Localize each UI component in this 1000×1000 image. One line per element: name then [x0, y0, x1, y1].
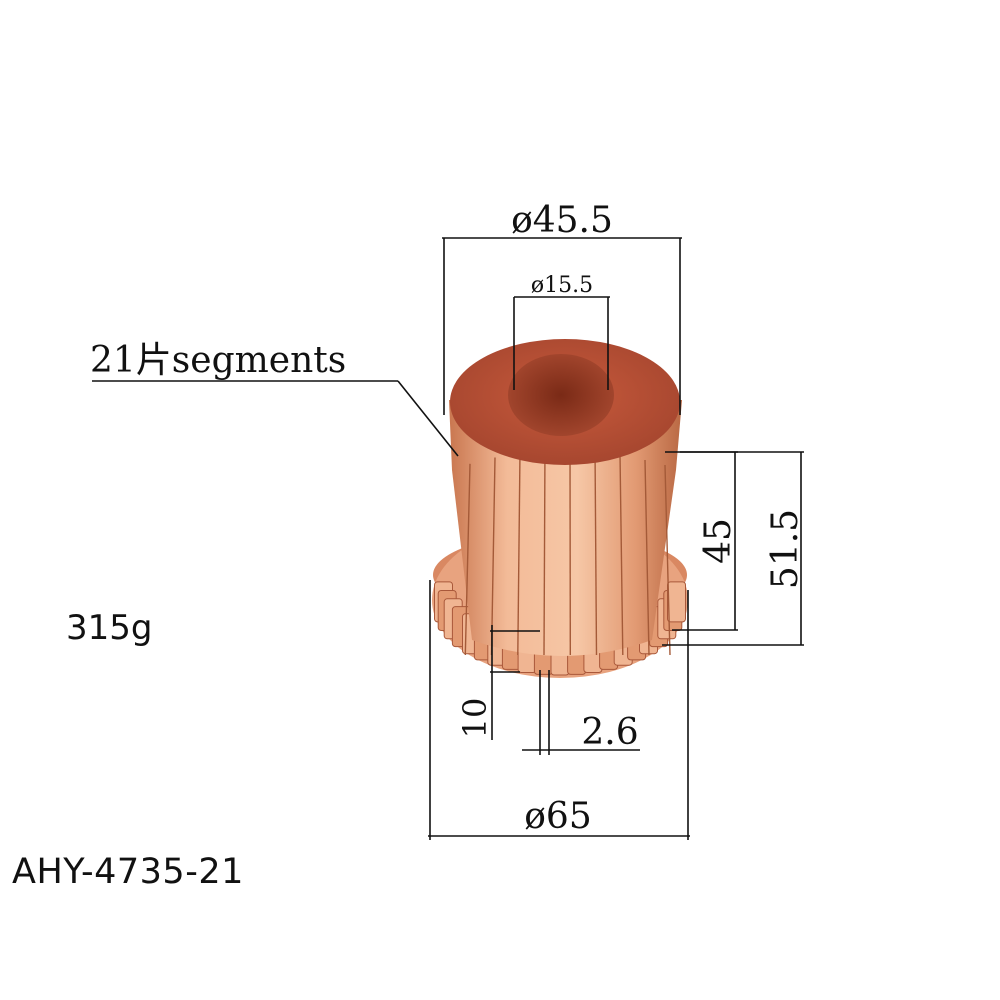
hook-tab — [667, 581, 686, 623]
dimension-slot-width: 2.6 — [522, 670, 640, 755]
body-height-label: 45 — [698, 518, 739, 564]
commutator-photo — [432, 339, 688, 678]
segment-gap-line — [619, 453, 624, 656]
slot-width-label: 2.6 — [581, 712, 638, 753]
dimension-outer-diameter: ø45.5 — [442, 200, 682, 415]
segment-gap-line — [644, 459, 650, 656]
hook-height-label: 10 — [456, 698, 494, 739]
segment-gap-line — [464, 463, 471, 656]
segment-lines — [464, 441, 671, 656]
segment-gap-line — [490, 457, 496, 656]
dimension-bore-diameter: ø15.5 — [513, 273, 610, 390]
segments-callout: 21片segments — [90, 340, 459, 457]
segment-gap-line — [517, 451, 521, 656]
segment-gap-line — [543, 444, 546, 656]
dimension-hook-diameter: ø65 — [428, 580, 690, 840]
segment-gap-line — [594, 447, 598, 656]
segments-label: 21片segments — [90, 340, 346, 381]
dimension-hook-height: 10 — [456, 625, 540, 740]
weight-label: 315g — [66, 608, 153, 648]
outer-diameter-label: ø45.5 — [511, 200, 613, 241]
bore — [508, 354, 614, 436]
dimension-body-height: 45 — [665, 451, 739, 631]
segment-gap-line — [664, 464, 671, 656]
hook-diameter-label: ø65 — [524, 796, 591, 837]
bore-diameter-label: ø15.5 — [531, 273, 593, 298]
commutator-body — [449, 400, 682, 656]
dimension-total-height: 51.5 — [662, 451, 806, 646]
total-height-label: 51.5 — [765, 509, 806, 589]
model-number: AHY-4735-21 — [12, 852, 244, 892]
